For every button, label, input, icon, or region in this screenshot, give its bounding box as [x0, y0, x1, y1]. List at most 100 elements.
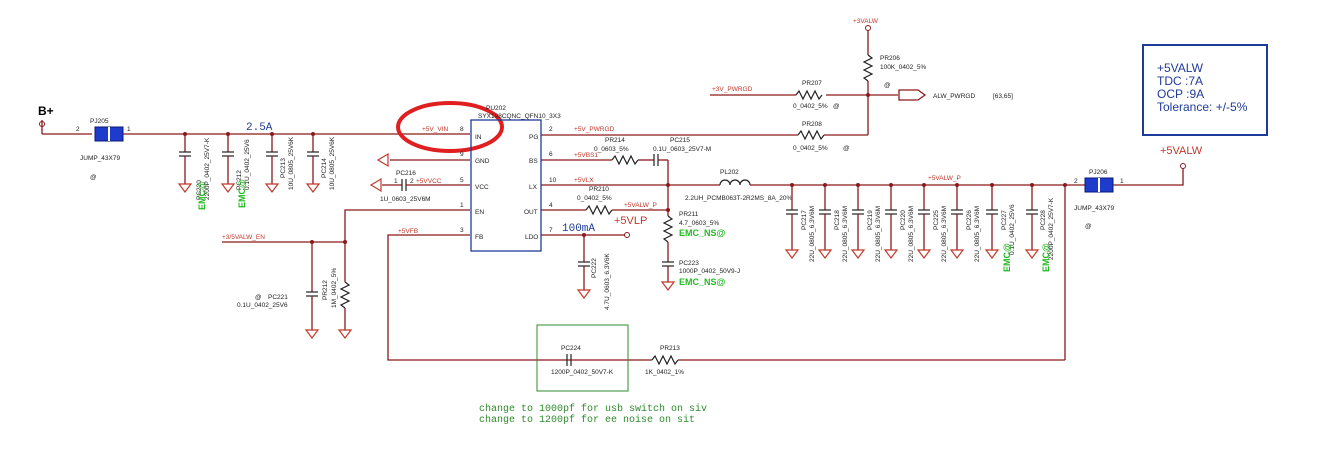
note-line-1: change to 1000pf for usb switch on siv: [479, 403, 707, 415]
svg-text:PR214: PR214: [605, 137, 625, 144]
net-5v-pwrgd: +5V_PWRGD: [574, 126, 615, 133]
cap-pc225: PC225 22U_0805_6.3V6M: [916, 183, 948, 262]
svg-text:7: 7: [549, 227, 553, 234]
svg-text:PC214: PC214: [321, 158, 328, 178]
svg-text:PR211: PR211: [679, 211, 699, 218]
net-5v-fb: +5VFB: [398, 228, 418, 235]
svg-text:0.1U_0402_25V6: 0.1U_0402_25V6: [1009, 204, 1016, 255]
pc224-note-box: [536, 324, 629, 392]
net-5v-vlp: +5VLP: [614, 215, 647, 227]
svg-text:EMC@: EMC@: [1002, 243, 1012, 272]
svg-text:9: 9: [460, 151, 464, 158]
svg-text:PC218: PC218: [834, 210, 841, 230]
svg-text:@: @: [843, 145, 850, 152]
svg-text:0.1U_0402_25V6: 0.1U_0402_25V6: [237, 302, 288, 309]
net-5v-vbs1: +5VBS1: [574, 152, 598, 159]
svg-text:VCC: VCC: [475, 184, 489, 191]
net-5v-valw-p2: +5VALW_P: [928, 175, 961, 182]
cap-pc224: PC224 1200P_0402_50V7-K: [551, 345, 614, 376]
pj205-ref: PJ205: [90, 118, 109, 125]
net-5v-valw-p: +5VALW_P: [624, 202, 657, 209]
svg-text:@: @: [833, 103, 840, 110]
cap-pc222: PC222 4.7U_0603_6.3V6K: [576, 235, 611, 310]
spec-box: +5VALW TDC :7A OCP :9A Tolerance: +/-5%: [1142, 44, 1268, 136]
svg-text:1U_0603_25V6M: 1U_0603_25V6M: [380, 196, 431, 203]
svg-text:1M_0402_5%: 1M_0402_5%: [331, 268, 338, 308]
svg-text:1000P_0402_50V9-J: 1000P_0402_50V9-J: [679, 268, 740, 275]
svg-text:0_0402_5%: 0_0402_5%: [793, 145, 828, 152]
svg-text:10U_0805_25V6K: 10U_0805_25V6K: [288, 136, 295, 190]
svg-text:2200P_0402_25V7-K: 2200P_0402_25V7-K: [1048, 197, 1055, 260]
alw-pwrgd-port: [898, 89, 927, 101]
svg-text:PC225: PC225: [933, 210, 940, 230]
pj205-value: JUMP_43X79: [80, 155, 120, 162]
highlight-circle: [396, 101, 504, 153]
svg-text:22U_0805_6.3V6M: 22U_0805_6.3V6M: [941, 206, 948, 262]
svg-text:EMC@: EMC@: [1041, 243, 1051, 272]
svg-text:EN: EN: [475, 209, 484, 216]
svg-text:PC212: PC212: [236, 170, 243, 190]
svg-text:22U_0805_6.3V6M: 22U_0805_6.3V6M: [809, 206, 816, 262]
svg-text:10U_0805_25V6K: 10U_0805_25V6K: [329, 136, 336, 190]
svg-text:22U_0805_6.3V6M: 22U_0805_6.3V6M: [908, 206, 915, 262]
pj206-ref: PJ206: [1089, 169, 1108, 176]
ic-ref: PU202: [486, 105, 506, 112]
net-3v-valw: +3VALW: [853, 18, 879, 25]
svg-text:PC221: PC221: [268, 294, 288, 301]
net-en: +3/5VALW_EN: [222, 234, 265, 241]
svg-text:22U_0805_6.3V6M: 22U_0805_6.3V6M: [974, 206, 981, 262]
svg-text:IN: IN: [475, 134, 482, 141]
net-5v-vcc: +5VVCC: [416, 178, 442, 185]
svg-text:PC219: PC219: [867, 210, 874, 230]
net-alw-pwrgd: ALW_PWRGD: [933, 93, 975, 100]
svg-text:PR207: PR207: [802, 80, 822, 87]
svg-text:4.7_0603_5%: 4.7_0603_5%: [679, 220, 719, 227]
svg-text:LX: LX: [529, 184, 538, 191]
svg-text:0_0402_5%: 0_0402_5%: [577, 195, 612, 202]
cap-pc228: PC228 2200P_0402_25V7-K EMC@: [1024, 183, 1055, 272]
svg-text:0.1U_0402_25V6: 0.1U_0402_25V6: [244, 139, 251, 190]
pj206-extra: @: [1085, 223, 1092, 230]
svg-text:EMC@: EMC@: [237, 179, 247, 208]
cap-pc221: @ PC221 0.1U_0402_25V6: [237, 242, 320, 339]
spec-line-3: OCP :9A: [1157, 87, 1204, 101]
svg-text:1: 1: [394, 178, 398, 185]
res-pr213: PR213 1K_0402_1%: [645, 345, 1065, 376]
svg-text:0_0603_5%: 0_0603_5%: [594, 146, 629, 153]
cap-pc217: PC217 22U_0805_6.3V6M: [784, 183, 816, 262]
cap-pc218: PC218 22U_0805_6.3V6M: [817, 183, 849, 262]
input-capacitors: PC220 2200P_0402_25V7-K EMC@ PC212 0.1U_…: [177, 132, 336, 210]
res-pr208: PR208 0_0402_5% @: [793, 121, 868, 152]
svg-text:PC226: PC226: [966, 210, 973, 230]
jumper-pj205: 2 1 PJ205 JUMP_43X79 @: [76, 118, 131, 181]
spec-line-4: Tolerance: +/-5%: [1157, 100, 1248, 114]
svg-text:PC228: PC228: [1040, 210, 1047, 230]
svg-text:22U_0805_6.3V6M: 22U_0805_6.3V6M: [875, 206, 882, 262]
b-plus-port: B+: [38, 104, 92, 135]
svg-text:8: 8: [460, 126, 464, 133]
svg-text:PL202: PL202: [720, 169, 739, 176]
svg-text:@: @: [884, 82, 891, 89]
spec-line-1: +5VALW: [1157, 61, 1204, 75]
svg-text:100K_0402_5%: 100K_0402_5%: [880, 64, 926, 71]
net-5v-valw: +5VALW: [1160, 145, 1203, 157]
svg-text:PC223: PC223: [679, 260, 699, 267]
cap-pc227: PC227 0.1U_0402_25V6 EMC@: [984, 183, 1016, 272]
res-pr211: PR211 4.7_0603_5% EMC_NS@: [662, 210, 726, 262]
pj205-extra: @: [90, 174, 97, 181]
svg-text:4: 4: [549, 202, 553, 209]
svg-text:PG: PG: [529, 134, 538, 141]
svg-text:2.2UH_PCMB063T-2R2MS_8A_20%: 2.2UH_PCMB063T-2R2MS_8A_20%: [685, 195, 793, 202]
svg-text:PR210: PR210: [589, 186, 609, 193]
res-pr212: PR212 1M_0402_5%: [322, 242, 353, 339]
svg-text:6: 6: [549, 151, 553, 158]
svg-text:PC220: PC220: [196, 180, 203, 200]
svg-text:GND: GND: [475, 158, 490, 165]
net-5v-vlx: +5VLX: [574, 177, 594, 184]
cap-pc214-in: PC214 10U_0805_25V6K: [305, 132, 336, 193]
cap-pc220-out: PC220 22U_0805_6.3V6M: [883, 183, 915, 262]
svg-text:FB: FB: [475, 234, 483, 241]
